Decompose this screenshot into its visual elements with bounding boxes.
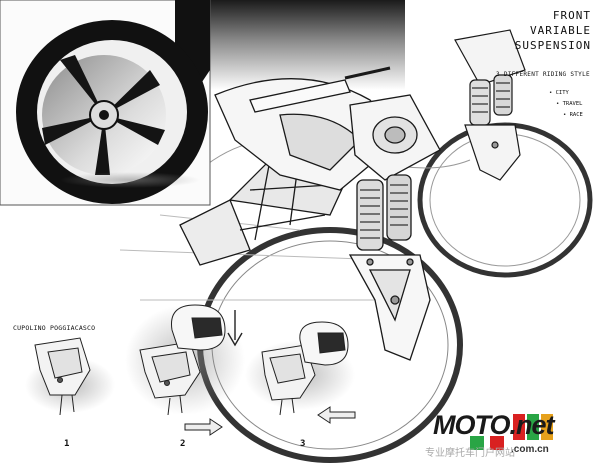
style-travel: • TRAVEL [556, 101, 583, 107]
step-2-label: 2 [180, 439, 186, 449]
sequence-title: CUPOLINO POGGIACASCO [13, 324, 96, 332]
style-city: • CITY [549, 90, 569, 96]
wheel-render-inset [0, 0, 211, 206]
step-3-label: 3 [300, 439, 306, 449]
page-title: FRONT VARIABLE SUSPENSION [515, 8, 591, 53]
watermark-brand: MOTO.net [433, 410, 555, 440]
title-line-1: FRONT [552, 9, 591, 22]
title-line-3: SUSPENSION [514, 39, 591, 52]
fairing-step-3 [245, 321, 355, 416]
watermark-tagline: 专业摩托车门户网站 [425, 448, 515, 459]
watermark-logo-blocks [470, 414, 553, 450]
step-1-label: 1 [64, 439, 70, 449]
arrow-left-icon [317, 406, 356, 424]
fairing-step-1 [25, 337, 115, 416]
riding-style-subtitle: 3 DIFFERENT RIDING STYLE [496, 71, 590, 78]
background-gradient [205, 0, 405, 90]
style-race: • RACE [563, 112, 583, 118]
title-line-2: VARIABLE [530, 24, 591, 37]
suspension-detail [454, 29, 526, 181]
motorcycle-frame [179, 66, 441, 361]
arrow-right-icon [184, 418, 223, 436]
fairing-step-2 [125, 304, 245, 416]
helmet-sequence [25, 304, 356, 436]
watermark-domain: .com.cn [511, 444, 549, 455]
